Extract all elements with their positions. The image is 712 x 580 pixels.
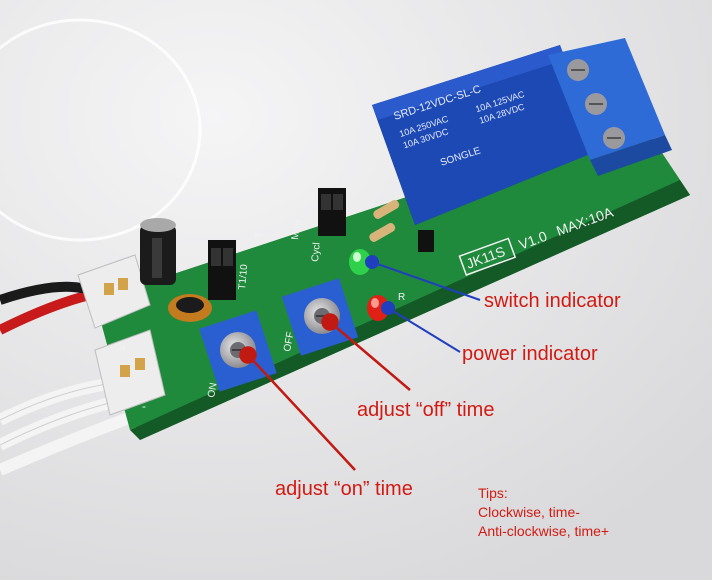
- label-on: ON: [206, 382, 219, 399]
- switch-indicator-label: switch indicator: [484, 290, 621, 312]
- jumpers: [208, 188, 346, 300]
- label-plus: +: [120, 341, 127, 355]
- switch-indicator-pointer: [365, 255, 481, 301]
- tips-title: Tips:: [478, 485, 508, 501]
- label-t-tenth: T1/10: [237, 263, 250, 290]
- tips-note: Tips: Clockwise, time- Anti-clockwise, t…: [478, 484, 609, 541]
- tips-line-anticlockwise: Anti-clockwise, time+: [478, 523, 610, 539]
- adjust-on-pointer: [239, 346, 356, 471]
- adjust-off-label: adjust “off” time: [357, 399, 495, 421]
- potentiometer-on: [199, 310, 277, 392]
- label-minus: -: [142, 399, 146, 413]
- label-t: T: [254, 231, 265, 238]
- pointer-lines: [239, 255, 481, 471]
- tips-line-clockwise: Clockwise, time-: [478, 504, 580, 520]
- adjust-on-label: adjust “on” time: [275, 478, 413, 500]
- power-indicator-pointer: [381, 301, 461, 353]
- adjust-off-pointer: [321, 313, 411, 391]
- relay: SRD-12VDC-SL-C 10A 250VAC 10A 30VDC 10A …: [372, 45, 600, 225]
- wire-connectors: [77, 254, 166, 416]
- led-green: [349, 249, 371, 275]
- label-r: R: [398, 292, 405, 303]
- led-red: [367, 295, 389, 321]
- resistors: [369, 200, 400, 242]
- label-cycl: Cycl: [310, 242, 323, 262]
- transistor: [418, 230, 434, 252]
- label-off: OFF: [282, 331, 296, 353]
- screw-terminal-block: [548, 38, 672, 176]
- power-indicator-label: power indicator: [462, 343, 598, 365]
- glass-reflection: [0, 18, 202, 242]
- capacitor: [140, 218, 176, 285]
- inductor: [168, 294, 212, 322]
- label-mon: Mon: [290, 220, 303, 240]
